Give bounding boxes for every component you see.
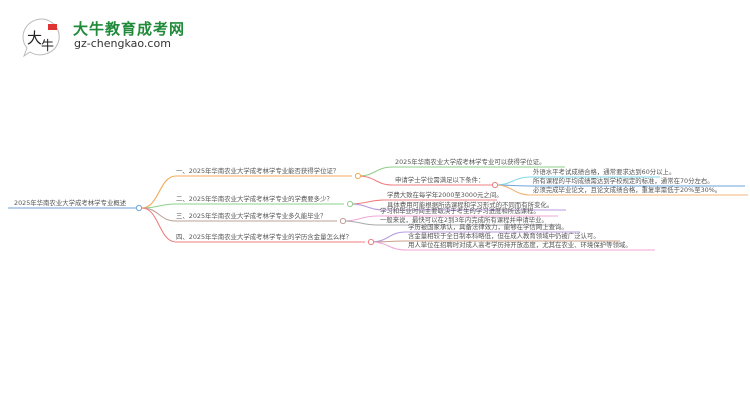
child-node[interactable]: 2025年华南农业大学成考林学专业可以获得学位证。 xyxy=(395,158,546,166)
child-node[interactable]: 学习和毕业时间主要取决于考生的学习进度和所选课程。 xyxy=(380,207,540,215)
child-connector xyxy=(342,220,379,226)
child-connector xyxy=(349,199,386,205)
svg-text:牛: 牛 xyxy=(41,39,54,54)
child-connector xyxy=(370,241,407,251)
child-node[interactable]: 具体费用可能根据所选课程和学习形式的不同而有所变化。 xyxy=(387,201,554,209)
branch-connector xyxy=(141,175,177,209)
child-node[interactable]: 申请学士学位需满足以下条件： xyxy=(395,176,485,184)
brand-url: gz-chengkao.com xyxy=(74,37,171,50)
leaf-node[interactable]: 所有课程的平均成绩需达到学校规定的标准，通常在70分左右。 xyxy=(533,177,714,185)
branch-node[interactable]: 四、2025年华南农业大学成考林学专业的学历含金量怎么样？ xyxy=(176,233,353,241)
child-node[interactable]: 学费大致在每学年2000至3000元之间。 xyxy=(387,191,503,199)
collapse-toggle[interactable] xyxy=(346,200,354,208)
logo-mark-icon: 大 牛 xyxy=(22,18,60,58)
leaf-connector xyxy=(494,176,532,186)
collapse-toggle[interactable] xyxy=(339,217,347,225)
branch-node[interactable]: 一、2025年华南农业大学成考林学专业能否获得学位证？ xyxy=(176,167,340,175)
logo: 大 牛 大牛教育成考网 gz-chengkao.com xyxy=(18,16,208,58)
leaf-node[interactable]: 必须完成毕业论文，且论文成绩合格，重复率需低于20%至30%。 xyxy=(533,186,722,194)
child-node[interactable]: 含金量相较于全日制本科略低，但在成人教育领域中仍被广泛认可。 xyxy=(408,232,600,240)
child-node[interactable]: 用人单位在招聘时对成人高考学历持开放态度，尤其在农业、环境保护等领域。 xyxy=(408,241,632,249)
root-node[interactable]: 2025年华南农业大学成考林学专业概述 xyxy=(14,199,127,207)
child-node[interactable]: 学历被国家承认，具备法律效力，能够在学信网上查询。 xyxy=(408,223,568,231)
svg-text:大: 大 xyxy=(27,29,42,47)
collapse-toggle[interactable] xyxy=(491,181,499,189)
child-connector xyxy=(357,175,394,186)
child-connector xyxy=(349,203,386,211)
collapse-toggle[interactable] xyxy=(354,172,362,180)
branch-connector xyxy=(141,207,177,222)
branch-node[interactable]: 三、2025年华南农业大学成考林学专业多久能毕业？ xyxy=(176,212,327,220)
branch-node[interactable]: 二、2025年华南农业大学成考林学专业的学费要多少？ xyxy=(176,195,333,203)
branch-connector xyxy=(141,207,177,243)
child-connector xyxy=(357,166,394,177)
leaf-connector xyxy=(494,184,532,196)
leaf-node[interactable]: 外语水平考试成绩合格，通常要求达到60分以上。 xyxy=(533,168,676,176)
child-connector xyxy=(342,215,379,222)
collapse-toggle[interactable] xyxy=(367,238,375,246)
brand-name: 大牛教育成考网 xyxy=(73,20,186,38)
collapse-toggle[interactable] xyxy=(135,204,143,212)
branch-connector xyxy=(141,203,177,209)
child-node[interactable]: 一般来说，最快可以在2到3年内完成所有课程并申请毕业。 xyxy=(380,216,548,224)
